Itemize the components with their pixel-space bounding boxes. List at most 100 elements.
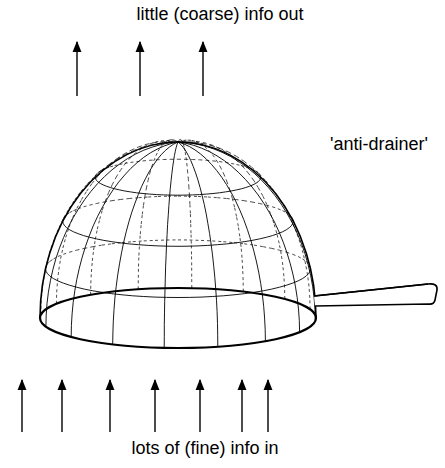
- grid-stroke: [90, 272, 92, 283]
- grid-stroke: [139, 234, 141, 245]
- grid-stroke: [138, 245, 140, 256]
- grid-stroke: [178, 239, 190, 240]
- grid-stroke: [169, 142, 178, 144]
- grid-stroke: [313, 287, 314, 298]
- grid-stroke: [187, 166, 189, 172]
- output-arrows: [77, 42, 203, 96]
- grid-stroke: [139, 147, 144, 150]
- grid-stroke: [142, 205, 143, 214]
- grid-stroke: [198, 245, 208, 247]
- grid-stroke: [214, 277, 216, 288]
- grid-stroke: [120, 159, 128, 164]
- grid-stroke: [204, 205, 206, 214]
- grid-stroke: [140, 224, 142, 234]
- grid-stroke: [158, 147, 160, 151]
- grid-stroke: [135, 195, 138, 204]
- grid-stroke: [125, 191, 131, 193]
- grid-stroke: [164, 159, 171, 160]
- grid-stroke: [263, 247, 272, 249]
- grid-stroke: [199, 194, 206, 196]
- grid-stroke: [203, 145, 207, 148]
- grid-stroke: [217, 312, 218, 324]
- grid-stroke: [189, 147, 195, 150]
- grid-stroke: [287, 253, 290, 264]
- grid-stroke: [150, 167, 152, 174]
- grid-stroke: [84, 289, 93, 291]
- grid-stroke: [150, 142, 156, 144]
- grid-stroke: [150, 159, 157, 161]
- grid-stroke: [117, 154, 124, 159]
- grid-stroke: [146, 180, 148, 188]
- grid-stroke: [225, 161, 232, 167]
- grid-stroke: [267, 204, 271, 213]
- grid-stroke: [59, 218, 64, 228]
- grid-stroke: [213, 255, 214, 266]
- grid-stroke: [105, 170, 112, 177]
- grid-stroke: [175, 147, 177, 151]
- grid-stroke: [126, 222, 129, 232]
- grid-stroke: [262, 295, 263, 307]
- grid-stroke: [120, 164, 124, 170]
- grid-stroke: [143, 145, 152, 147]
- grid-stroke: [62, 221, 64, 223]
- grid-stroke: [184, 151, 186, 155]
- grid-stroke: [120, 253, 122, 264]
- grid-stroke: [168, 139, 171, 141]
- grid-stroke: [117, 154, 125, 159]
- grid-stroke: [217, 243, 226, 245]
- grid-stroke: [164, 313, 165, 325]
- grid-stroke: [144, 147, 152, 150]
- grid-stroke: [191, 254, 192, 265]
- grid-stroke: [212, 295, 223, 297]
- grid-stroke: [242, 269, 243, 280]
- grid-stroke: [93, 216, 98, 226]
- grid-stroke: [311, 275, 313, 286]
- grid-stroke: [179, 139, 181, 140]
- grid-stroke: [214, 149, 223, 153]
- grid-stroke: [308, 275, 309, 286]
- grid-stroke: [118, 264, 120, 275]
- grid-stroke: [124, 232, 127, 242]
- grid-stroke: [73, 208, 77, 217]
- grid-stroke: [277, 195, 283, 204]
- grid-stroke: [43, 270, 45, 281]
- grid-stroke: [272, 287, 280, 289]
- input-caption: lots of (fine) info in: [131, 438, 278, 460]
- grid-stroke: [81, 184, 88, 192]
- grid-stroke: [241, 247, 243, 258]
- grid-stroke: [91, 184, 98, 192]
- grid-stroke: [191, 277, 192, 288]
- grid-stroke: [215, 289, 217, 301]
- grid-stroke: [194, 145, 202, 148]
- grid-stroke: [222, 152, 230, 156]
- grid-stroke: [168, 197, 170, 206]
- grid-stroke: [181, 144, 184, 147]
- grid-stroke: [77, 248, 85, 250]
- grid-stroke: [45, 259, 48, 270]
- grid-stroke: [148, 196, 158, 198]
- grid-stroke: [104, 240, 112, 241]
- grid-stroke: [227, 243, 236, 244]
- grid-stroke: [88, 177, 95, 184]
- grid-stroke: [115, 189, 120, 190]
- grid-stroke: [106, 186, 110, 187]
- grid-stroke: [166, 235, 168, 246]
- grid-stroke: [218, 162, 221, 168]
- grid-stroke: [189, 204, 191, 213]
- grid-stroke: [161, 143, 170, 145]
- grid-stroke: [244, 201, 252, 202]
- grid-stroke: [158, 196, 168, 197]
- grid-stroke: [178, 142, 181, 144]
- grid-stroke: [263, 196, 267, 205]
- grid-stroke: [55, 227, 59, 237]
- grid-stroke: [172, 161, 174, 167]
- grid-stroke: [87, 184, 92, 192]
- grid-stroke: [253, 183, 256, 184]
- grid-stroke: [164, 290, 165, 302]
- grid-stroke: [221, 168, 224, 175]
- grid-stroke: [65, 226, 67, 228]
- grid-stroke: [288, 213, 293, 223]
- grid-stroke: [54, 257, 58, 259]
- grid-stroke: [185, 194, 192, 195]
- grid-stroke: [208, 224, 210, 234]
